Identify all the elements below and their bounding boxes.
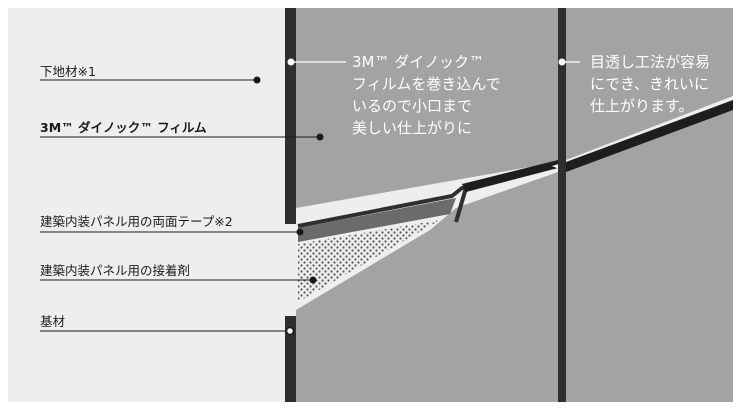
leader-dot-film	[316, 133, 324, 141]
film-edge-right	[566, 100, 733, 172]
label-base-sheet: 下地材※1	[40, 64, 96, 79]
annotation-wrap-line-1: 3M™ ダイノック™	[352, 53, 484, 71]
annotation-wrap-line-3: いるので小口まで	[352, 97, 473, 115]
annotation-wrap-edge: 3M™ ダイノック™ フィルムを巻き込んで いるので小口まで 美しい仕上がりに	[352, 51, 501, 139]
leader-dot-substrate	[285, 326, 295, 336]
label-film: 3M™ ダイノック™ フィルム	[40, 120, 207, 135]
annotation-reveal-line-3: 仕上がります。	[590, 97, 694, 115]
base-sheet-right	[566, 8, 733, 160]
label-adhesive: 建築内装パネル用の接着剤	[40, 263, 191, 278]
annotation-reveal-joint: 目透し工法が容易 にでき、きれいに 仕上がります。	[590, 51, 710, 117]
leader-dot-adhesive	[309, 276, 317, 284]
adhesive-layer	[298, 220, 440, 302]
substrate-left	[296, 172, 558, 402]
leader-dot-tape	[296, 228, 304, 236]
annotation-reveal-line-1: 目透し工法が容易	[590, 53, 711, 71]
double-sided-tape	[298, 198, 456, 242]
film-left-edge-upper	[285, 8, 296, 224]
substrate-right	[566, 108, 733, 402]
film-left-edge-lower	[285, 316, 296, 402]
annotation-reveal-line-2: にでき、きれいに	[590, 75, 709, 93]
label-tape: 建築内装パネル用の両面テープ※2	[40, 214, 233, 229]
film-wrap	[297, 186, 468, 228]
base-sheet-left	[296, 8, 558, 208]
annotation-wrap-line-4: 美しい仕上がりに	[352, 119, 473, 137]
leader-dot-base-sheet	[253, 76, 261, 84]
film-edge-diagonal	[462, 160, 558, 192]
annotation-wrap-line-2: フィルムを巻き込んで	[352, 75, 501, 93]
label-substrate: 基材	[40, 314, 66, 329]
film-middle-edge	[558, 8, 566, 402]
